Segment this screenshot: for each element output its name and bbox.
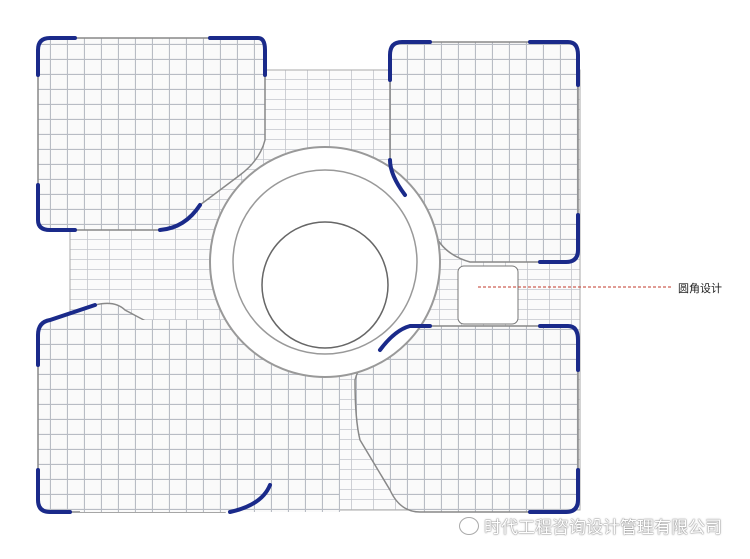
rounded-room xyxy=(457,265,519,325)
watermark: 时代工程咨询设计管理有限公司 xyxy=(459,513,722,538)
watermark-text: 时代工程咨询设计管理有限公司 xyxy=(484,518,722,538)
block-bottom-left xyxy=(37,302,340,513)
rounded-corner-highlights xyxy=(36,36,580,514)
wechat-icon xyxy=(459,516,479,535)
rotunda xyxy=(209,146,441,378)
annotation-label: 圆角设计 xyxy=(678,282,722,295)
